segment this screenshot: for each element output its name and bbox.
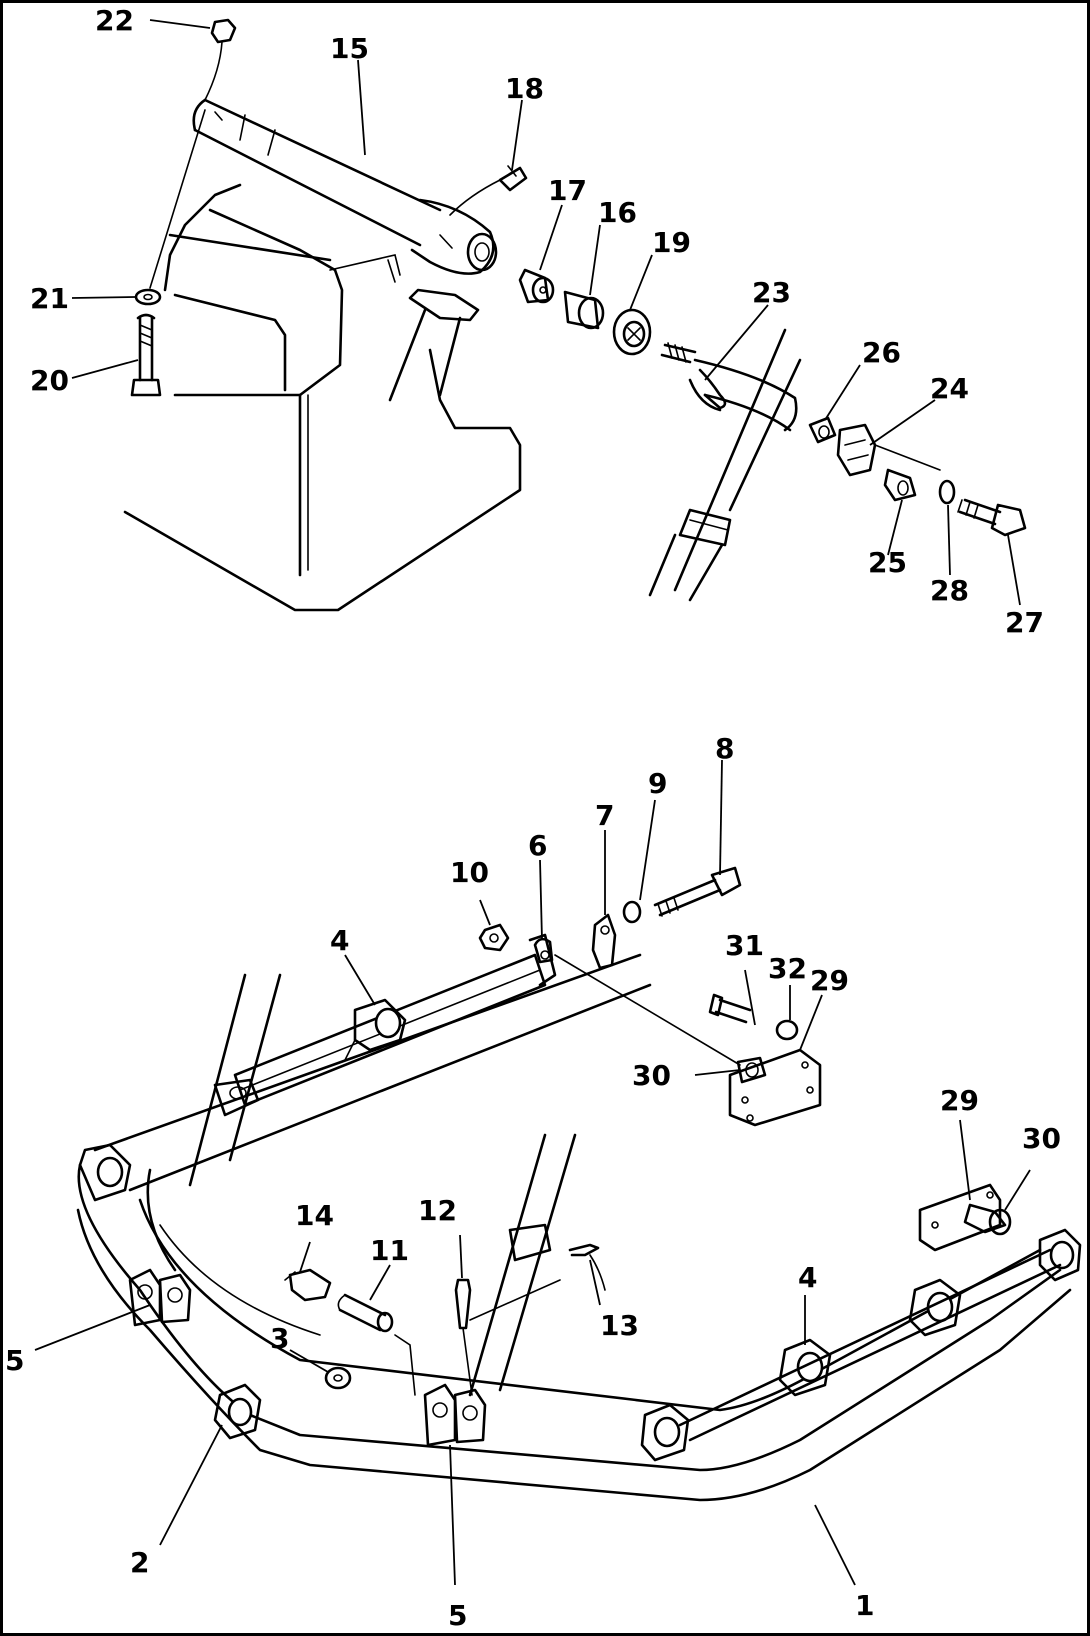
washer-3 (324, 1366, 352, 1390)
callout-leaders (34, 19, 1031, 1586)
strut-center (468, 1133, 577, 1397)
lower-assembly (76, 866, 1082, 1502)
callout-3: 3 (270, 1322, 289, 1355)
callout-10: 10 (450, 856, 489, 889)
bushing-30-upper (736, 1056, 767, 1084)
bolt-20 (130, 313, 162, 397)
bushing-16 (563, 290, 605, 330)
callout-22: 22 (95, 4, 134, 37)
callout-4-lower: 4 (798, 1261, 817, 1294)
callout-27: 27 (1005, 606, 1044, 639)
callout-14: 14 (295, 1199, 334, 1232)
callout-1: 1 (855, 1589, 874, 1622)
bolt-31 (708, 993, 752, 1024)
callout-11: 11 (370, 1234, 409, 1267)
callout-9: 9 (648, 767, 667, 800)
callout-26: 26 (862, 336, 901, 369)
bracket-right-end (1038, 1228, 1082, 1282)
callout-16: 16 (598, 196, 637, 229)
cap-24 (836, 423, 941, 477)
pin-12 (454, 1278, 473, 1396)
pin-11 (337, 1293, 416, 1396)
callout-31: 31 (725, 929, 764, 962)
bracket-corner-left (78, 1143, 132, 1202)
callout-18: 18 (505, 72, 544, 105)
callout-25: 25 (868, 546, 907, 579)
callout-12: 12 (418, 1194, 457, 1227)
frame-1 (76, 953, 1072, 1502)
callout-7: 7 (595, 799, 614, 832)
bolt-8 (653, 866, 742, 917)
washer-21 (134, 109, 206, 306)
clevis-5-center (423, 1383, 487, 1447)
bracket-6 (533, 937, 741, 1066)
callout-24: 24 (930, 372, 969, 405)
callout-8: 8 (715, 732, 734, 765)
callout-15: 15 (330, 32, 369, 65)
callout-2: 2 (130, 1546, 149, 1579)
upper-assembly (123, 18, 1027, 612)
cotter-pin-13 (469, 1243, 606, 1321)
callout-29-lower: 29 (940, 1084, 979, 1117)
grease-nipple-18 (449, 165, 528, 216)
bracket-right-front (640, 1403, 690, 1462)
lever-7 (591, 913, 617, 970)
plate-29-lower (918, 1183, 1002, 1252)
bracket-right-rear (908, 1278, 962, 1337)
callout-labels: 22 15 18 17 16 19 23 26 24 21 20 25 28 2… (5, 4, 1061, 1632)
rod-end-23 (648, 328, 802, 602)
nut-10 (478, 923, 510, 952)
callout-21: 21 (30, 282, 69, 315)
callout-23: 23 (752, 276, 791, 309)
right-rail (678, 1248, 1062, 1442)
bolt-27 (957, 498, 1027, 537)
fitting-14 (284, 1268, 332, 1302)
callout-13: 13 (600, 1309, 639, 1342)
bracket-4-upper (344, 998, 407, 1061)
callout-32: 32 (768, 952, 807, 985)
lift-cylinder (192, 98, 498, 275)
callout-28: 28 (930, 574, 969, 607)
callout-5-center: 5 (448, 1599, 467, 1632)
tank-housing (123, 183, 522, 612)
seal-19 (612, 308, 652, 356)
bushing-30-lower (963, 1203, 1012, 1236)
callout-30-lower: 30 (1022, 1122, 1061, 1155)
callout-6: 6 (528, 829, 547, 862)
clevis-5-left (128, 1268, 192, 1327)
washer-32 (775, 1019, 799, 1041)
callout-5-left: 5 (5, 1344, 24, 1377)
callout-4-upper: 4 (330, 924, 349, 957)
callout-29-upper: 29 (810, 964, 849, 997)
callout-20: 20 (30, 364, 69, 397)
nut-22 (204, 18, 237, 101)
callout-19: 19 (652, 226, 691, 259)
washer-9 (622, 900, 642, 924)
eye-2 (213, 1383, 262, 1440)
collar-26 (808, 416, 837, 444)
bushing-17 (518, 268, 555, 304)
washer-28 (938, 479, 956, 505)
strut-left (188, 973, 282, 1187)
callout-17: 17 (548, 174, 587, 207)
callout-30-upper: 30 (632, 1059, 671, 1092)
fitting-25 (883, 468, 917, 502)
